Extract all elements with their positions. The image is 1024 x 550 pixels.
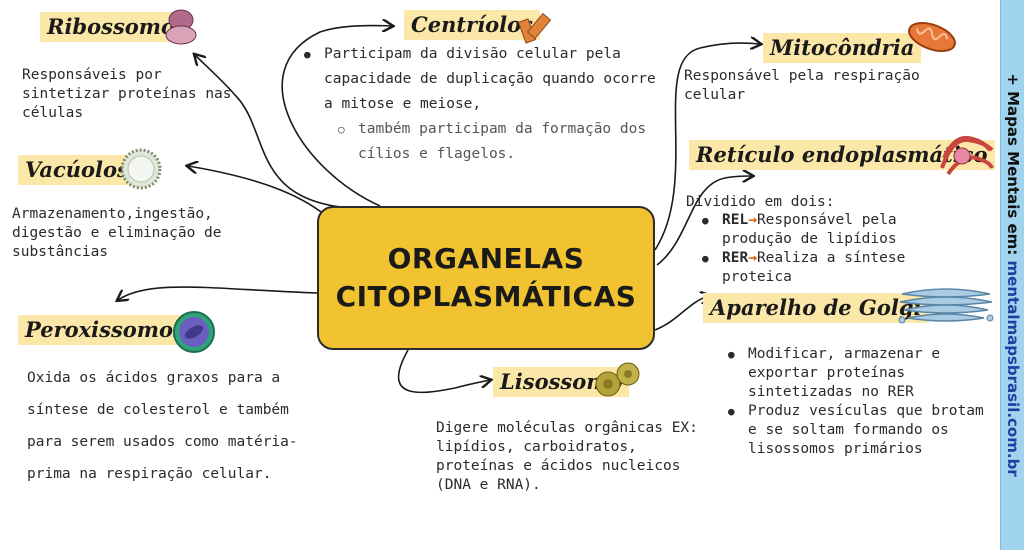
reticulo-rer: RER→Realiza a síntese proteica — [700, 249, 950, 287]
sidebar-prefix: + Mapas Mentais em: — [1004, 73, 1022, 261]
rel-text: Responsável pela produção de lipídios — [722, 212, 897, 247]
rel-label: REL — [722, 212, 749, 228]
centriole-icon — [518, 12, 552, 44]
sidebar-url-link[interactable]: mentalmapsbrasil.com.br — [1004, 260, 1022, 477]
sidebar-text: + Mapas Mentais em: mentalmapsbrasil.com… — [1004, 73, 1022, 476]
lysosome-icon — [595, 362, 640, 397]
central-topic: ORGANELAS CITOPLASMÁTICAS — [317, 206, 655, 350]
link-reticulo — [656, 176, 752, 266]
golgi-bullet1: Modificar, armazenar e exportar proteína… — [726, 345, 986, 402]
mitochondria-icon — [908, 22, 956, 52]
link-ribossomo — [195, 55, 351, 209]
reticulo-list: REL→Responsável pela produção de lipídio… — [700, 211, 950, 287]
rel-arrow: → — [748, 212, 757, 228]
peroxissomos-text: Oxida os ácidos graxos para a síntese de… — [27, 370, 298, 482]
central-topic-line1: ORGANELAS — [387, 242, 585, 275]
centriolos-title: Centríolos — [404, 10, 540, 40]
centriolos-list: Participam da divisão celular pela capac… — [302, 42, 672, 167]
link-vacuolos — [188, 166, 326, 216]
vacuolos-text: Armazenamento,ingestão, digestão e elimi… — [12, 206, 222, 260]
lisossomo-text: Digere moléculas orgânicas EX: lipídios,… — [436, 420, 698, 493]
ribosome-icon — [165, 9, 197, 45]
centriolos-bullet1: Participam da divisão celular pela capac… — [302, 42, 672, 117]
golgi-bullet2: Produz vesículas que brotam e se soltam … — [726, 402, 986, 459]
reticulo-intro: Dividido em dois: — [686, 194, 835, 210]
ribossomo-title: Ribossomo — [40, 12, 182, 42]
vacuole-icon — [120, 148, 162, 190]
mitocondria-text: Responsável pela respiração celular — [684, 68, 920, 103]
peroxisome-icon — [173, 311, 215, 353]
reticulo-rel: REL→Responsável pela produção de lipídio… — [700, 211, 950, 249]
sidebar-banner: + Mapas Mentais em: mentalmapsbrasil.com… — [1000, 0, 1024, 550]
central-topic-line2: CITOPLASMÁTICAS — [335, 280, 637, 313]
link-lisossomo — [397, 349, 490, 394]
rer-text: Realiza a síntese proteica — [722, 250, 906, 285]
mitocondria-title: Mitocôndria — [763, 33, 922, 63]
vacuolos-title: Vacúolos — [18, 155, 136, 185]
golgi-title: Aparelho de Golgi — [703, 293, 929, 323]
link-mitocondria — [654, 43, 760, 251]
endoplasmic-reticulum-icon — [940, 135, 994, 176]
golgi-icon — [898, 288, 994, 324]
link-peroxissomos — [118, 286, 319, 300]
centriolos-bullet2: também participam da formação dos cílios… — [336, 117, 672, 167]
rer-arrow: → — [748, 250, 757, 266]
link-golgi — [654, 296, 710, 331]
peroxissomos-title: Peroxissomos — [18, 315, 192, 345]
link-centriolos — [281, 26, 392, 207]
golgi-list: Modificar, armazenar e exportar proteína… — [726, 345, 986, 459]
rer-label: RER — [722, 250, 749, 266]
ribossomo-text: Responsáveis por sintetizar proteínas na… — [22, 67, 232, 121]
